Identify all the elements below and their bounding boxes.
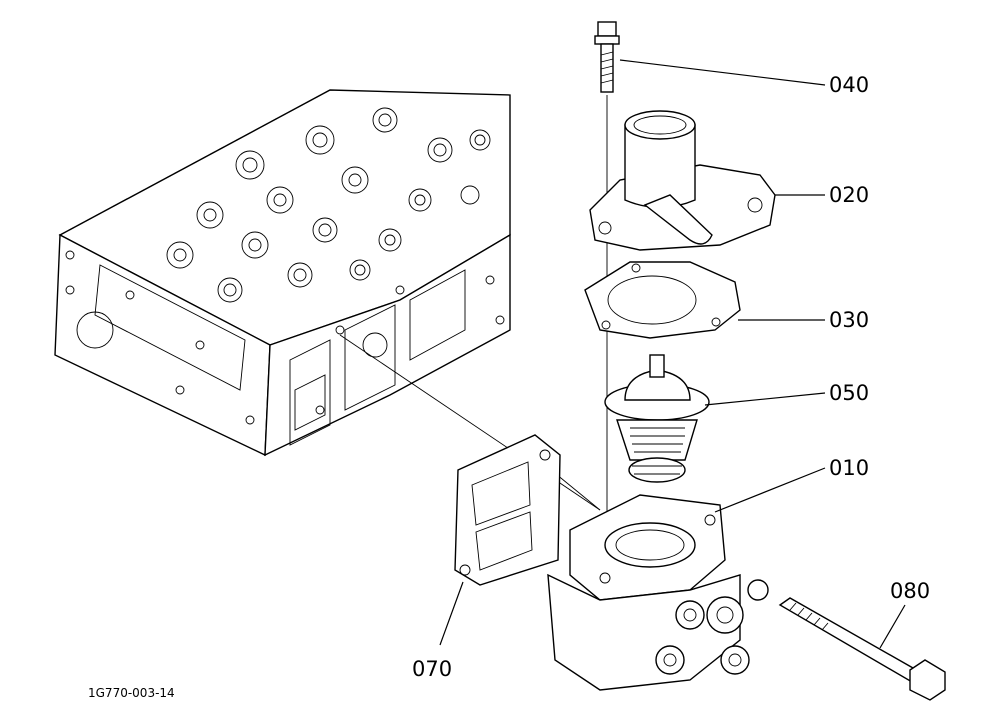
thermostat-050 (604, 354, 710, 483)
reference-code: 1G770-003-14 (88, 686, 175, 700)
callout-080: 080 (890, 579, 930, 603)
callout-010: 010 (829, 456, 869, 480)
thermostat-housing-010 (547, 494, 769, 691)
callout-040: 040 (829, 73, 869, 97)
callout-030: 030 (829, 308, 869, 332)
bolt-040 (594, 21, 620, 93)
gasket-030 (584, 261, 741, 339)
bolt-080 (778, 597, 946, 701)
leader-lines (439, 59, 906, 649)
gasket-070 (454, 434, 561, 586)
cylinder-head (54, 89, 511, 457)
water-flange-020 (589, 110, 776, 251)
callout-050: 050 (829, 381, 869, 405)
callout-070: 070 (412, 657, 452, 681)
callout-020: 020 (829, 183, 869, 207)
